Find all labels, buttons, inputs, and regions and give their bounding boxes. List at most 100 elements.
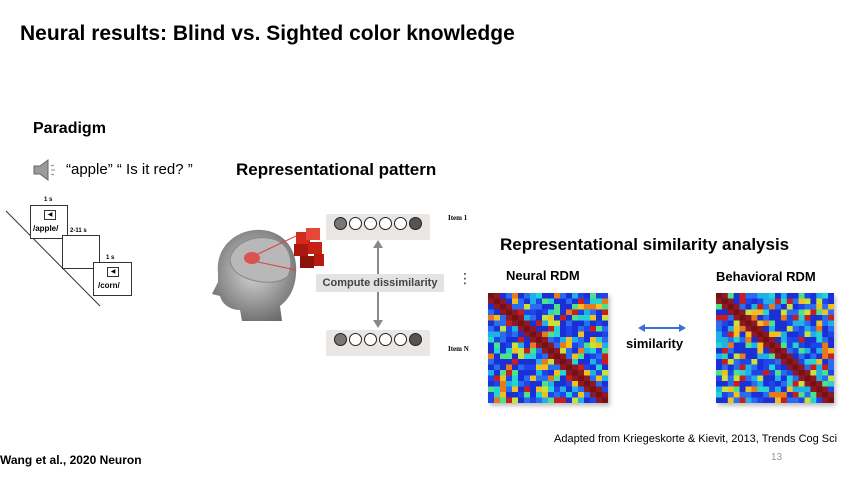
rdm-cell: [542, 381, 549, 387]
rdm-cell: [572, 320, 579, 327]
rdm-cell: [716, 342, 723, 349]
rdm-cell: [530, 392, 537, 398]
rdm-cell: [816, 359, 823, 365]
rdm-cell: [757, 386, 764, 393]
rdm-cell: [757, 364, 764, 371]
rdm-cell: [739, 298, 746, 305]
rdm-cell: [542, 370, 549, 376]
rdm-cell: [727, 397, 734, 403]
rdm-cell: [506, 381, 513, 387]
rdm-cell: [500, 381, 507, 387]
rdm-cell: [810, 315, 817, 321]
rdm-cell: [810, 359, 817, 365]
rdm-cell: [512, 315, 519, 321]
rdm-cell: [716, 392, 723, 398]
rdm-cell: [757, 309, 764, 316]
rdm-cell: [757, 392, 764, 398]
rdm-cell: [524, 375, 531, 382]
rdm-cell: [566, 370, 573, 376]
rdm-cell: [828, 364, 834, 371]
rdm-cell: [769, 353, 776, 360]
rdm-cell: [584, 392, 591, 398]
rdm-cell: [822, 331, 829, 338]
rdm-cell: [780, 375, 788, 382]
rdm-cell: [733, 309, 740, 316]
rdm-cell: [548, 397, 555, 403]
rdm-cell: [745, 348, 752, 354]
rdm-cell: [584, 364, 591, 371]
rdm-cell: [804, 309, 811, 316]
rdm-cell: [751, 375, 758, 382]
rdm-cell: [602, 381, 608, 387]
rdm-cell: [530, 397, 537, 403]
rdm-cell: [512, 375, 519, 382]
rdm-cell: [572, 386, 579, 393]
rdm-cell: [596, 386, 603, 393]
rdm-cell: [572, 348, 579, 354]
rdm-cell: [512, 331, 519, 338]
rdm-cell: [494, 359, 501, 365]
rdm-cell: [786, 320, 793, 327]
rdm-cell: [816, 298, 823, 305]
rdm-cell: [822, 364, 829, 371]
rdm-cell: [554, 364, 561, 371]
rdm-cell: [554, 337, 561, 343]
rdm-cell: [590, 309, 597, 316]
rdm-cell: [733, 370, 740, 376]
rdm-cell: [494, 293, 501, 299]
rdm-cell: [822, 304, 829, 310]
rdm-cell: [506, 397, 513, 403]
rdm-cell: [590, 348, 597, 354]
rdm-cell: [780, 381, 788, 387]
rdm-cell: [751, 320, 758, 327]
rdm-cell: [763, 309, 770, 316]
rdm-cell: [530, 359, 537, 365]
rdm-cell: [716, 337, 723, 343]
rdm-cell: [572, 326, 579, 332]
pattern-unit: [379, 217, 392, 230]
rdm-cell: [542, 331, 549, 338]
rdm-cell: [512, 293, 519, 299]
rdm-cell: [500, 320, 507, 327]
rdm-cell: [769, 304, 776, 310]
rdm-cell: [560, 381, 567, 387]
rdm-cell: [590, 342, 597, 349]
small-speaker-icon: ◀: [44, 210, 56, 220]
rdm-cell: [739, 320, 746, 327]
rdm-cell: [560, 342, 567, 349]
rdm-cell: [804, 381, 811, 387]
rdm-cell: [548, 375, 555, 382]
rdm-cell: [751, 359, 758, 365]
slide-title: Neural results: Blind vs. Sighted color …: [20, 22, 515, 45]
rdm-cell: [506, 326, 513, 332]
rdm-cell: [560, 364, 567, 371]
rdm-cell: [554, 375, 561, 382]
rdm-cell: [560, 397, 567, 403]
rdm-cell: [572, 304, 579, 310]
rdm-cell: [822, 337, 829, 343]
rdm-cell: [542, 342, 549, 349]
rdm-cell: [488, 386, 495, 393]
rdm-cell: [548, 298, 555, 305]
rdm-cell: [488, 364, 495, 371]
compute-dissimilarity-box: Compute dissimilarity: [316, 274, 444, 292]
rdm-cell: [804, 386, 811, 393]
rdm-cell: [727, 304, 734, 310]
rdm-cell: [716, 304, 723, 310]
rdm-cell: [727, 370, 734, 376]
rdm-cell: [757, 381, 764, 387]
rdm-cell: [828, 331, 834, 338]
rdm-cell: [745, 359, 752, 365]
rdm-cell: [518, 370, 525, 376]
rdm-cell: [792, 370, 799, 376]
rdm-cell: [548, 326, 555, 332]
rdm-cell: [763, 298, 770, 305]
rdm-cell: [548, 304, 555, 310]
rdm-cell: [488, 337, 495, 343]
rdm-cell: [584, 386, 591, 393]
rdm-cell: [584, 359, 591, 365]
rdm-cell: [733, 304, 740, 310]
rdm-cell: [775, 309, 782, 316]
rdm-cell: [810, 337, 817, 343]
rdm-cell: [816, 331, 823, 338]
